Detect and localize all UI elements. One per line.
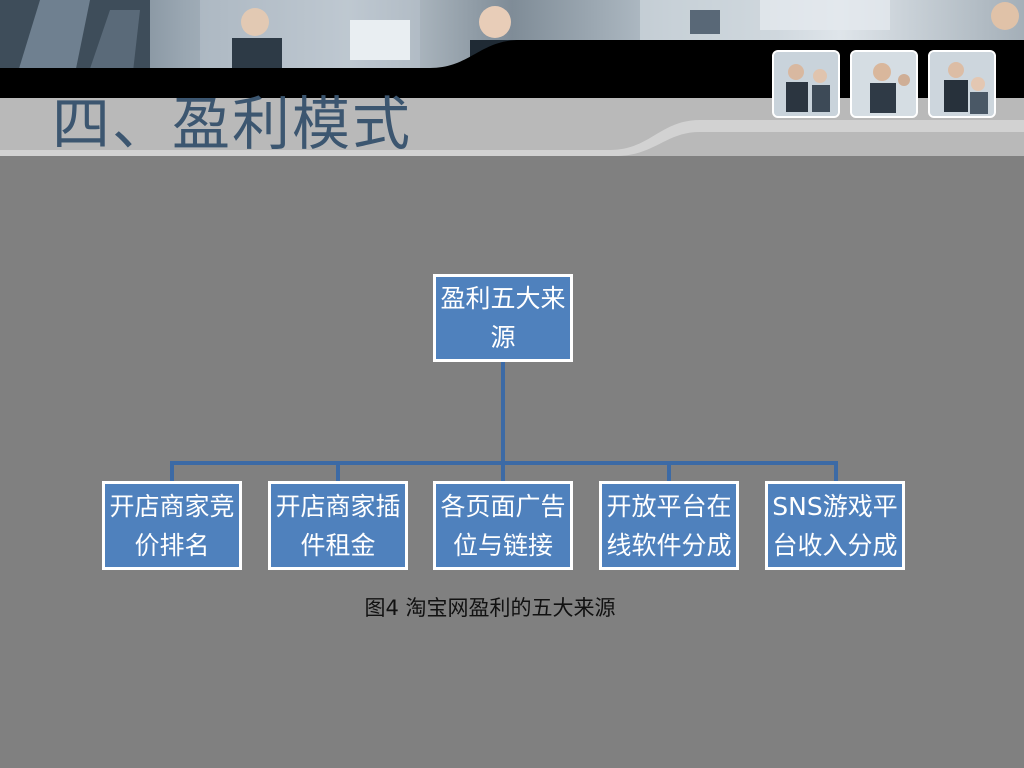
- figure-caption: 图4 淘宝网盈利的五大来源: [364, 596, 616, 620]
- child-node-label: 开店商家竞价排名: [109, 491, 235, 560]
- root-node-box: 盈利五大来源: [433, 274, 573, 362]
- child-node-box-2: 开店商家插件租金: [268, 481, 408, 570]
- header-thumbnails: [772, 50, 996, 118]
- child-node-label: 开放平台在线软件分成: [606, 491, 732, 560]
- meeting-photo-2: [850, 50, 918, 118]
- child-node-box-5: SNS游戏平台收入分成: [765, 481, 905, 570]
- header-banner: [0, 0, 1024, 98]
- root-node-label: 盈利五大来源: [440, 284, 566, 352]
- child-node-label: 开店商家插件租金: [275, 491, 401, 560]
- child-node-box-3: 各页面广告位与链接: [433, 481, 573, 570]
- meeting-photo-3: [928, 50, 996, 118]
- page-title: 四、盈利模式: [52, 90, 413, 158]
- title-band-curve: [0, 98, 1024, 156]
- child-node-box-4: 开放平台在线软件分成: [599, 481, 739, 570]
- child-node-label: 各页面广告位与链接: [440, 491, 566, 560]
- child-node-box-1: 开店商家竞价排名: [102, 481, 242, 570]
- child-node-label: SNS游戏平台收入分成: [772, 491, 898, 560]
- header-black-swoosh: [0, 40, 1024, 98]
- meeting-photo-1: [772, 50, 840, 118]
